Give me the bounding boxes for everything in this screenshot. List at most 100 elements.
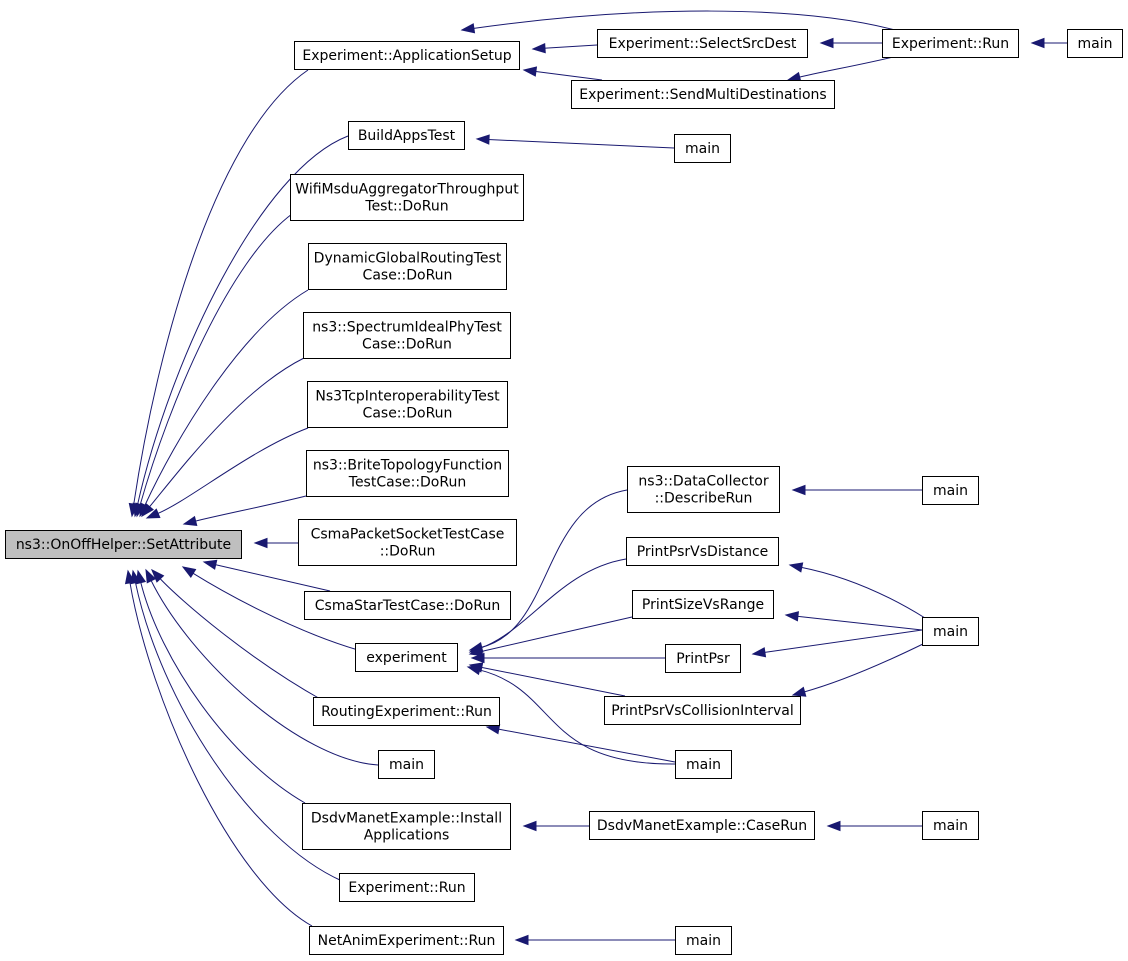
edge-line (478, 669, 676, 765)
node-select-src[interactable]: Experiment::SelectSrcDest (597, 29, 808, 58)
node-brite[interactable]: ns3::BriteTopologyFunctionTestCase::DoRu… (306, 450, 509, 497)
edge-line (803, 642, 926, 693)
arrow-head (531, 43, 546, 54)
edge-app_setup-to-root (128, 69, 309, 518)
edge-line (480, 616, 633, 653)
edge-csma_packet-to-root (253, 537, 298, 549)
arrow-head (181, 566, 197, 579)
arrow-head (522, 820, 537, 832)
edge-line (214, 564, 331, 592)
node-psr-coll[interactable]: PrintPsrVsCollisionInterval (604, 696, 801, 725)
node-exp-run-low[interactable]: Experiment::Run (339, 873, 475, 902)
arrow-head (791, 686, 807, 697)
node-label: RoutingExperiment::Run (321, 704, 492, 720)
node-routing-exp[interactable]: RoutingExperiment::Run (313, 697, 500, 726)
node-main-dc[interactable]: main (922, 476, 979, 505)
node-box (627, 466, 780, 513)
node-csma-packet[interactable]: CsmaPacketSocketTestCase::DoRun (298, 519, 517, 566)
node-label: ns3::OnOffHelper::SetAttribute (16, 537, 231, 553)
arrow-head (784, 611, 799, 622)
arrow-head (791, 484, 806, 496)
node-label: main (686, 757, 721, 773)
node-psr-dist[interactable]: PrintPsrVsDistance (626, 537, 779, 566)
node-main-psr[interactable]: main (922, 617, 979, 646)
arrow-head (151, 568, 165, 583)
node-box (589, 811, 815, 840)
node-exp-run-top[interactable]: Experiment::Run (882, 29, 1019, 58)
arrow-head (124, 569, 136, 585)
node-label: main (933, 624, 968, 640)
node-main-net[interactable]: main (675, 926, 732, 955)
node-label: ::DescribeRun (655, 491, 753, 507)
node-case-run[interactable]: DsdvManetExample::CaseRun (589, 811, 815, 840)
edge-line (800, 566, 926, 619)
node-box (298, 519, 517, 566)
arrow-head (522, 66, 538, 77)
node-box (304, 591, 511, 620)
edge-line (798, 56, 894, 78)
node-box (303, 312, 511, 359)
node-box (313, 697, 500, 726)
edge-main_plain-to-root (145, 568, 379, 766)
node-netanim[interactable]: NetAnimExperiment::Run (309, 926, 504, 955)
edge-line (497, 728, 676, 763)
node-label: Case::DoRun (363, 406, 453, 422)
node-box (348, 121, 465, 150)
edge-line (192, 572, 359, 651)
arrow-head (253, 537, 268, 549)
node-label: ::DoRun (380, 544, 436, 560)
node-box (674, 134, 731, 163)
node-label: main (933, 818, 968, 834)
node-data-collector[interactable]: ns3::DataCollector::DescribeRun (627, 466, 780, 513)
node-main-plain[interactable]: main (378, 750, 435, 779)
edge-line (139, 213, 293, 506)
edge-line (159, 577, 323, 701)
arrow-head (202, 559, 218, 570)
edge-line (534, 70, 603, 81)
edge-main_net-to-netanim (514, 934, 675, 946)
edge-line (480, 666, 626, 697)
node-size-range[interactable]: PrintSizeVsRange (632, 590, 774, 619)
edge-brite-to-root (182, 495, 307, 527)
node-box (571, 80, 835, 109)
edge-main_route-to-experiment (466, 664, 676, 765)
node-label: Test::DoRun (364, 199, 448, 215)
node-label: PrintPsrVsCollisionInterval (611, 703, 794, 719)
arrow-head (141, 503, 154, 518)
node-label: main (686, 933, 721, 949)
node-app-setup[interactable]: Experiment::ApplicationSetup (294, 41, 520, 70)
node-label: Case::DoRun (363, 268, 453, 284)
arrow-head (145, 508, 161, 519)
node-label: BuildAppsTest (358, 128, 456, 144)
node-main-top[interactable]: main (1067, 29, 1123, 58)
edge-experiment-to-root (181, 566, 359, 651)
node-main-route[interactable]: main (675, 750, 732, 779)
edge-line (136, 135, 349, 506)
arrow-head (1030, 37, 1045, 49)
node-build-apps[interactable]: BuildAppsTest (348, 121, 465, 150)
node-root[interactable]: ns3::OnOffHelper::SetAttribute (5, 530, 242, 559)
node-send-multi[interactable]: Experiment::SendMultiDestinations (571, 80, 835, 109)
node-experiment[interactable]: experiment (355, 643, 458, 672)
node-box (339, 873, 475, 902)
node-label: PrintSizeVsRange (642, 597, 764, 613)
edge-csma_star-to-root (202, 559, 331, 592)
edge-line (487, 139, 675, 149)
arrow-head (751, 647, 767, 658)
node-label: main (389, 757, 424, 773)
node-box (302, 803, 511, 850)
node-print-psr[interactable]: PrintPsr (665, 644, 741, 673)
node-main-build[interactable]: main (674, 134, 731, 163)
node-box (309, 926, 504, 955)
node-csma-star[interactable]: CsmaStarTestCase::DoRun (304, 591, 511, 620)
edge-line (144, 289, 309, 507)
node-main-case[interactable]: main (922, 811, 979, 840)
node-box (355, 643, 458, 672)
node-label: NetAnimExperiment::Run (318, 933, 496, 949)
